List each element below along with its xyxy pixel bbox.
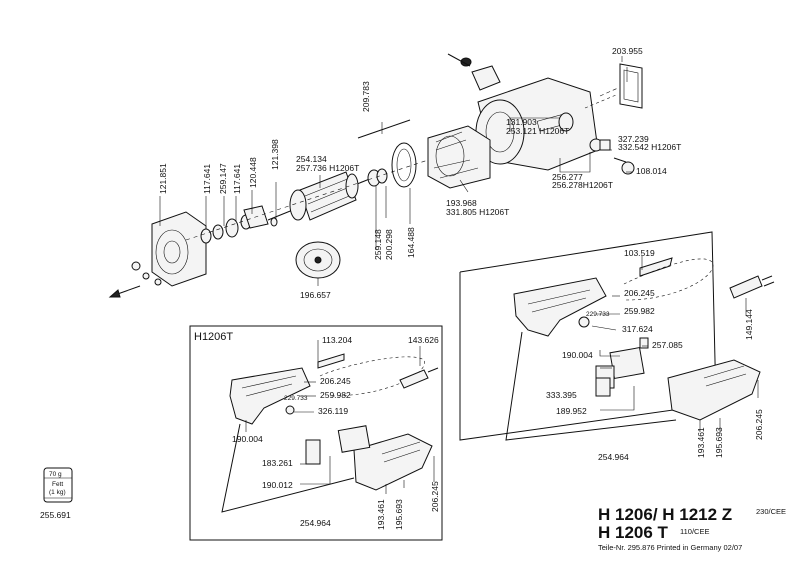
label-332542: 332.542 H1206T: [618, 142, 681, 152]
label-256277: 256.277: [552, 172, 583, 182]
label-195693a: 195.693: [714, 427, 724, 458]
label-259982b: 259.982: [320, 390, 351, 400]
grease-amount: 70 g: [49, 471, 62, 478]
brushes-right: [595, 377, 611, 397]
label-143626: 143.626: [408, 335, 439, 345]
label-193461b: 193.461: [376, 499, 386, 530]
model-title-2: H 1206 T: [598, 523, 669, 542]
grease-label-1: Fett: [52, 481, 63, 488]
label-108014: 108.014: [636, 166, 667, 176]
inset-frame: [189, 325, 443, 541]
label-203955: 203.955: [612, 46, 643, 56]
label-253121: 253.121 H1206T: [506, 126, 569, 136]
right-pointer-lines: [505, 331, 677, 441]
label-195693b: 195.693: [394, 499, 404, 530]
model-title-1: H 1206/ H 1212 Z: [598, 505, 732, 524]
grease-part-no: 255.691: [40, 510, 71, 520]
right-leader-lines: [591, 256, 759, 432]
label-189952: 189.952: [556, 406, 587, 416]
label-254134: 254.134: [296, 154, 327, 164]
label-113204: 113.204: [322, 335, 352, 345]
label-149144: 149.144: [744, 309, 754, 340]
grease-label-2: (1 kg): [49, 489, 66, 496]
gear-housing: [151, 211, 207, 287]
fan-wheel: [295, 241, 341, 279]
model-suffix-2: 110/CEE: [680, 527, 709, 536]
inset-pointer-lines: [221, 423, 355, 513]
label-257085: 257.085: [652, 340, 683, 350]
label-206245d: 206.245: [430, 481, 440, 512]
label-327239: 327.239: [618, 134, 649, 144]
label-103519: 103.519: [624, 248, 655, 258]
label-254964a: 254.964: [598, 452, 629, 462]
label-317624: 317.624: [622, 324, 653, 334]
screw-set: [131, 261, 162, 286]
label-121851: 121.851: [158, 163, 168, 194]
footer-part-number: Teile-Nr. 295.876 Printed in Germany 02/…: [598, 543, 742, 552]
label-121398: 121.398: [270, 139, 280, 170]
armature: [267, 169, 381, 221]
inset-switch-module: [305, 425, 371, 465]
top-leader-lines: [159, 67, 632, 286]
ring-2: [212, 224, 224, 240]
power-plug: [729, 275, 775, 299]
label-259147: 259.147: [218, 163, 228, 194]
label-164488: 164.488: [406, 227, 416, 258]
label-200298: 200.298: [384, 229, 394, 260]
label-117641b: 117.641: [232, 164, 242, 194]
small-screw: [270, 217, 278, 227]
label-326119: 326.119: [318, 406, 348, 416]
direction-arrow: [108, 285, 141, 298]
label-190004b: 190.004: [232, 434, 263, 444]
label-190012: 190.012: [262, 480, 293, 490]
label-256278: 256.278H1206T: [552, 180, 613, 190]
model-suffix-1: 230/CEE: [756, 507, 786, 516]
label-131903: 131.903: [506, 117, 537, 127]
gasket: [619, 56, 643, 109]
label-206245a: 206.245: [624, 288, 655, 298]
bearing: [376, 168, 388, 184]
label-206245b: 206.245: [754, 409, 764, 440]
label-331805: 331.805 H1206T: [446, 207, 509, 217]
front-bit-holder: [447, 53, 501, 91]
label-183261: 183.261: [262, 458, 293, 468]
label-190004a: 190.004: [562, 350, 593, 360]
label-254964b: 254.964: [300, 518, 331, 528]
inset-switch-handle: [229, 367, 311, 425]
cable-cover: [623, 257, 714, 301]
label-259982a: 259.982: [624, 306, 655, 316]
label-333395: 333.395: [546, 390, 577, 400]
inset-leader-lines: [245, 340, 435, 494]
label-259148: 259.148: [373, 229, 383, 260]
inset-cable: [317, 353, 439, 397]
label-257736: 257.736 H1206T: [296, 163, 359, 173]
label-206245c: 206.245: [320, 376, 351, 386]
switch-handle: [513, 277, 607, 337]
label-196657: 196.657: [300, 290, 331, 300]
inset-title: H1206T: [194, 331, 233, 343]
label-229733a: 229.733: [586, 311, 610, 318]
stator: [427, 125, 491, 189]
label-193968: 193.968: [446, 198, 477, 208]
motor-housing: [475, 77, 599, 171]
inset-rear-shell: [353, 433, 433, 491]
ring-1: [200, 228, 212, 244]
label-229733b: 229.733: [284, 395, 308, 402]
grease-tin: [43, 467, 73, 503]
label-120448: 120.448: [248, 157, 258, 188]
label-209783: 209.783: [361, 81, 371, 112]
fan-ring: [391, 142, 417, 188]
label-117641a: 117.641: [202, 164, 212, 194]
long-screw: [357, 119, 411, 139]
label-193461a: 193.461: [696, 427, 706, 458]
rear-handle-shell: [667, 359, 761, 421]
